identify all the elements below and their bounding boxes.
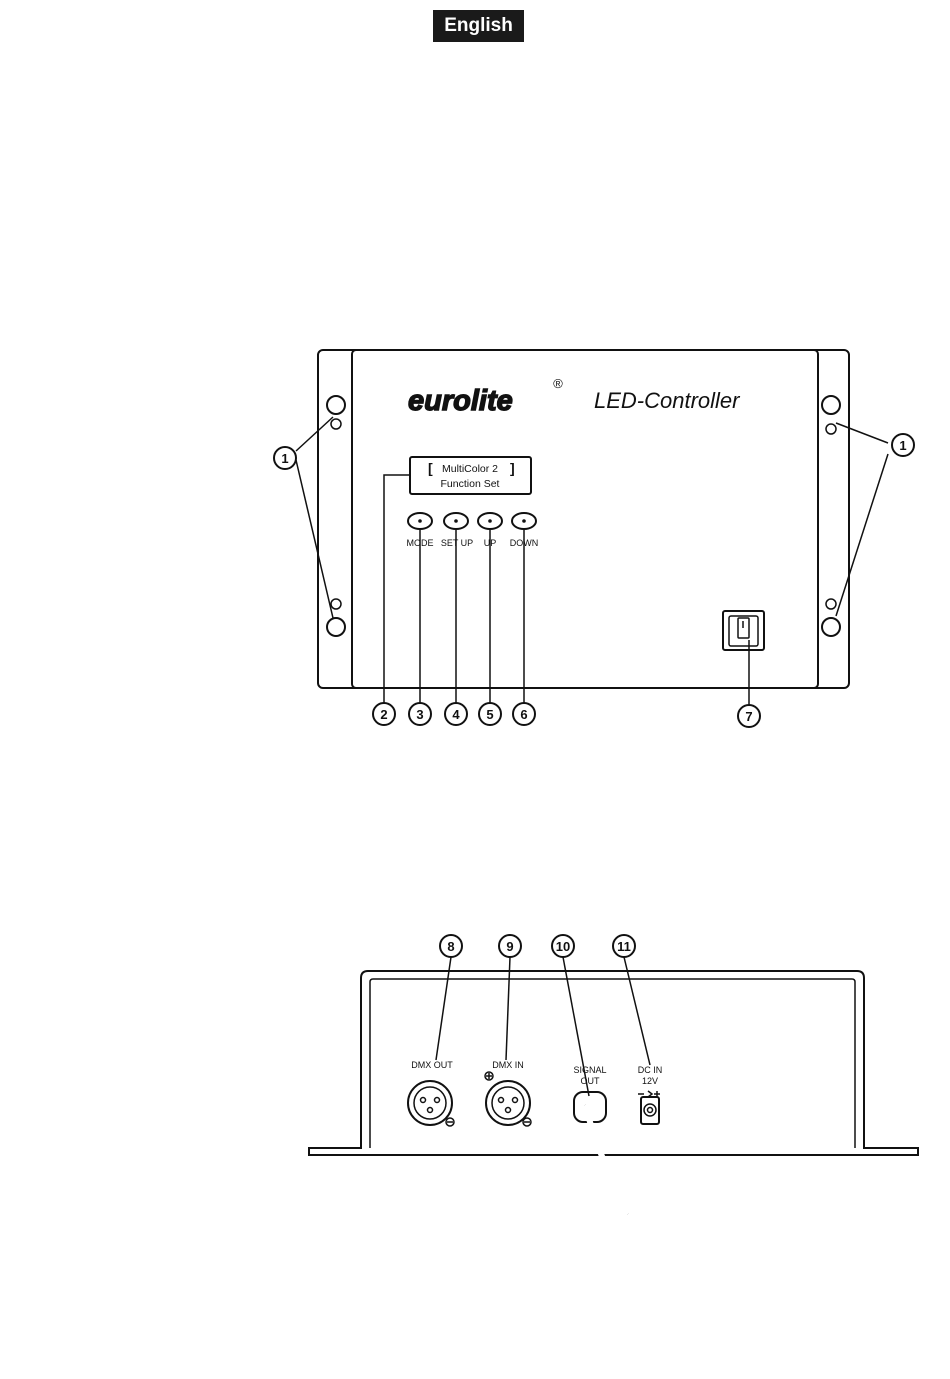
mode-button[interactable] <box>408 513 432 529</box>
svg-text:6: 6 <box>520 707 527 722</box>
front-panel: eurolite ® LED-Controller [ ] MultiColor… <box>274 350 914 727</box>
svg-text:[: [ <box>428 460 433 476</box>
callout-2: 2 <box>373 703 395 725</box>
dmx-out-connector <box>408 1081 454 1126</box>
callout-6: 6 <box>513 703 535 725</box>
power-switch[interactable] <box>723 611 764 650</box>
signal-out-label-line1: SIGNAL <box>573 1065 606 1075</box>
registered-mark: ® <box>553 376 563 391</box>
signal-out-label-line2: OUT <box>581 1076 601 1086</box>
product-title: LED-Controller <box>594 388 741 413</box>
svg-text:1: 1 <box>899 438 906 453</box>
callout-5: 5 <box>479 703 501 725</box>
mounting-hole-icon <box>327 618 345 636</box>
signal-out-port <box>574 1092 628 1214</box>
svg-text:9: 9 <box>506 939 513 954</box>
svg-text:5: 5 <box>486 707 493 722</box>
mounting-hole-icon <box>822 618 840 636</box>
callout-8: 8 <box>440 935 462 957</box>
svg-text:8: 8 <box>447 939 454 954</box>
callout-1-left: 1 <box>274 447 296 469</box>
dc-in-label-line2: 12V <box>642 1076 658 1086</box>
callout-4: 4 <box>445 703 467 725</box>
setup-button[interactable] <box>444 513 468 529</box>
callout-11: 11 <box>613 935 635 957</box>
down-button[interactable] <box>512 513 536 529</box>
rear-panel: DMX OUT DMX IN SIGNAL OUT <box>309 935 918 1214</box>
svg-text:3: 3 <box>416 707 423 722</box>
callout-10: 10 <box>552 935 574 957</box>
dmx-out-label: DMX OUT <box>411 1060 453 1070</box>
callout-9: 9 <box>499 935 521 957</box>
svg-text:10: 10 <box>556 939 570 954</box>
svg-text:2: 2 <box>380 707 387 722</box>
brand-logo: eurolite <box>408 385 513 417</box>
dmx-in-connector <box>485 1072 531 1126</box>
dc-in-label-line1: DC IN <box>638 1065 663 1075</box>
svg-text:]: ] <box>510 460 515 476</box>
callout-7: 7 <box>738 705 760 727</box>
svg-text:1: 1 <box>281 451 288 466</box>
polarity-icon <box>638 1091 660 1097</box>
display-line-1: MultiColor 2 <box>442 463 498 475</box>
dc-in-jack <box>638 1091 660 1124</box>
svg-text:4: 4 <box>452 707 460 722</box>
dmx-in-label: DMX IN <box>492 1060 524 1070</box>
mounting-hole-icon <box>822 396 840 414</box>
callout-3: 3 <box>409 703 431 725</box>
setup-label: SET UP <box>441 538 473 548</box>
callout-1-right: 1 <box>892 434 914 456</box>
mounting-hole-icon <box>327 396 345 414</box>
svg-text:11: 11 <box>617 939 631 954</box>
display-line-2: Function Set <box>441 478 500 490</box>
svg-text:7: 7 <box>745 709 752 724</box>
up-button[interactable] <box>478 513 502 529</box>
